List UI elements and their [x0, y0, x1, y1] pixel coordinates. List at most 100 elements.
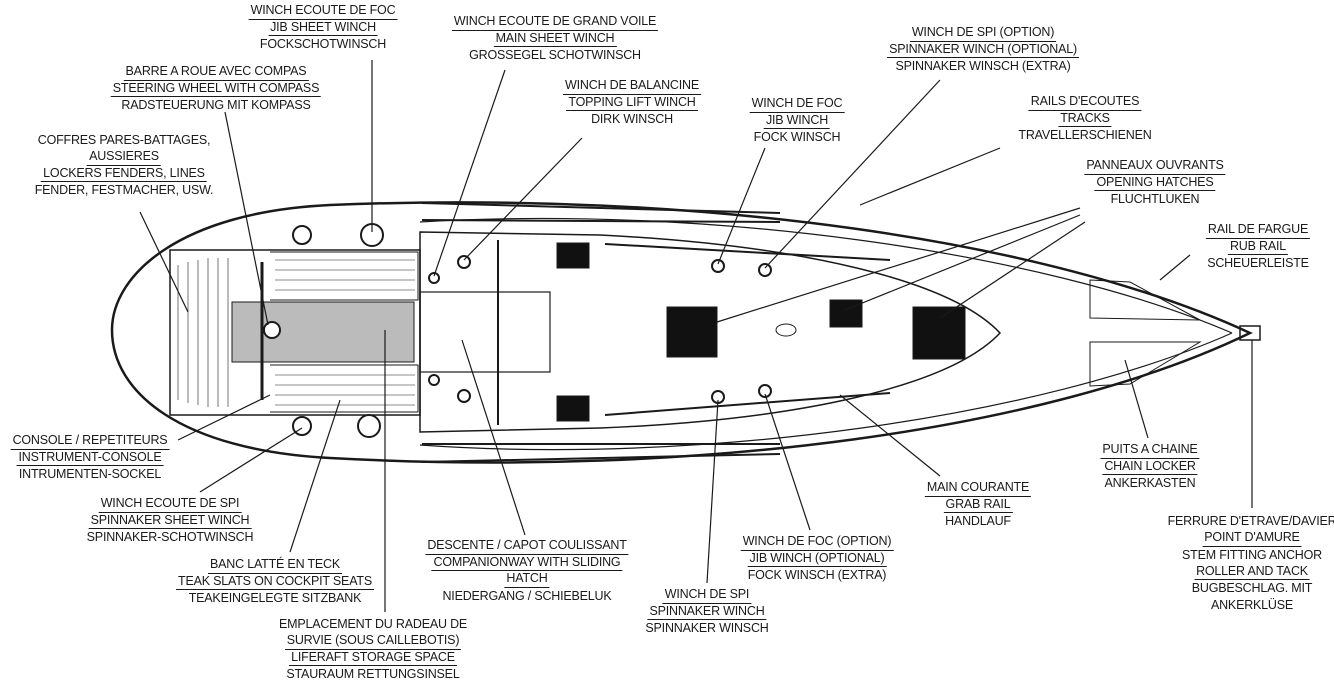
- label-line: WINCH DE FOC: [749, 96, 845, 113]
- label-line: SPINNAKER WINCH: [647, 604, 767, 620]
- label-line: WINCH DE FOC (OPTION): [740, 534, 894, 551]
- label-line: FOCKSCHOTWINSCH: [259, 37, 387, 51]
- label-line: ROLLER AND TACK: [1194, 564, 1310, 580]
- label-line: NIEDERGANG / SCHIEBELUK: [442, 588, 612, 603]
- label-line: MAIN COURANTE: [924, 480, 1032, 497]
- steering-wheel: [263, 321, 281, 339]
- label-line: LOCKERS FENDERS, LINES: [41, 166, 207, 182]
- label-line: TOPPING LIFT WINCH: [566, 95, 698, 111]
- label-line: GROSSEGEL SCHOTWINSCH: [469, 48, 641, 62]
- label-line: BUGBESCHLAG. MIT: [1191, 581, 1313, 595]
- label-line: FOCK WINSCH: [753, 130, 841, 144]
- label-line: HANDLAUF: [945, 514, 1011, 528]
- label-spinnaker-winch-option: WINCH DE SPI (OPTION)SPINNAKER WINCH (OP…: [887, 25, 1079, 75]
- label-line: SCHEUERLEISTE: [1207, 256, 1309, 270]
- label-line: RAIL DE FARGUE: [1205, 222, 1311, 239]
- hatches: [556, 242, 966, 422]
- label-line: BANC LATTÉ EN TECK: [207, 557, 342, 574]
- label-line: RUB RAIL: [1227, 239, 1289, 255]
- label-line: STEM FITTING ANCHOR: [1182, 547, 1322, 562]
- label-line: SPINNAKER-SCHOTWINSCH: [86, 530, 254, 544]
- label-line: TEAKEINGELEGTE SITZBANK: [188, 591, 362, 605]
- label-line: ANKERKASTEN: [1104, 476, 1196, 490]
- label-line: CONSOLE / REPETITEURS: [10, 433, 170, 450]
- cockpit-seat-bottom: [270, 364, 419, 413]
- label-line: FLUCHTLUKEN: [1110, 192, 1200, 206]
- label-line: BARRE A ROUE AVEC COMPAS: [123, 64, 309, 81]
- label-line: DIRK WINSCH: [591, 112, 673, 126]
- label-line: DESCENTE / CAPOT COULISSANT: [425, 538, 629, 555]
- label-line: WINCH ECOUTE DE SPI: [98, 496, 242, 513]
- label-line: STEERING WHEEL WITH COMPASS: [110, 81, 322, 97]
- label-line: ANKERKLÜSE: [1210, 598, 1294, 612]
- label-line: SPINNAKER SHEET WINCH: [88, 513, 252, 529]
- label-line: SPINNAKER WINSCH: [645, 621, 769, 635]
- label-line: CHAIN LOCKER: [1102, 459, 1198, 475]
- chain-locker: [1089, 279, 1202, 387]
- label-line: SPINNAKER WINCH (OPTIONAL): [887, 42, 1079, 58]
- companionway-hatch: [419, 291, 551, 373]
- label-line: WINCH DE BALANCINE: [563, 78, 701, 95]
- label-line: TRAVELLERSCHIENEN: [1018, 128, 1152, 142]
- cockpit-seat-top: [270, 251, 419, 301]
- label-line: GRAB RAIL: [943, 497, 1013, 513]
- stem-fitting: [1239, 325, 1261, 341]
- label-line: MAIN SHEET WINCH: [493, 31, 617, 47]
- label-line: FENDER, FESTMACHER, USW.: [34, 183, 214, 197]
- label-line: RADSTEUERUNG MIT KOMPASS: [121, 98, 311, 112]
- label-line: JIB WINCH: [763, 113, 831, 129]
- label-line: INSTRUMENT-CONSOLE: [16, 450, 164, 466]
- label-line: COMPANIONWAY WITH SLIDING: [431, 555, 623, 571]
- label-liferaft-storage: EMPLACEMENT DU RADEAU DE SURVIE (SOUS CAI…: [279, 616, 467, 683]
- deck-edge: [419, 217, 1233, 451]
- cockpit-grating: [231, 301, 415, 363]
- label-line: WINCH ECOUTE DE GRAND VOILE: [451, 14, 659, 31]
- label-line: AUSSIERES: [87, 149, 161, 166]
- label-line: INTRUMENTEN-SOCKEL: [18, 467, 162, 481]
- label-line: PUITS A CHAINE: [1100, 442, 1200, 459]
- label-line: LIFERAFT STORAGE SPACE: [289, 650, 457, 666]
- label-line: FOCK WINSCH (EXTRA): [747, 568, 887, 582]
- label-line: WINCH DE SPI: [662, 587, 752, 604]
- label-jib-winch-option: WINCH DE FOC (OPTION)JIB WINCH (OPTIONAL…: [740, 534, 894, 584]
- label-line: RAILS D'ECOUTES: [1028, 94, 1142, 111]
- tracks: [421, 202, 891, 463]
- label-line: SPINNAKER WINSCH (EXTRA): [895, 59, 1071, 73]
- label-line: HATCH: [504, 571, 550, 588]
- label-line: FERRURE D'ETRAVE/DAVIER: [1167, 514, 1334, 528]
- leader-lines: [139, 60, 1253, 612]
- cabin-top: [419, 231, 1002, 433]
- label-line: EMPLACEMENT DU RADEAU DE: [278, 617, 468, 631]
- label-line: WINCH ECOUTE DE FOC: [248, 3, 398, 20]
- label-line: COFFRES PARES-BATTAGES,: [37, 133, 211, 147]
- label-line: JIB SHEET WINCH: [268, 20, 378, 36]
- teak-slats: [177, 258, 415, 407]
- label-line: OPENING HATCHES: [1094, 175, 1216, 191]
- label-line: STAURAUM RETTUNGSINSEL: [286, 667, 460, 681]
- label-line: WINCH DE SPI (OPTION): [909, 25, 1057, 42]
- label-line: TRACKS: [1058, 111, 1112, 127]
- label-line: PANNEAUX OUVRANTS: [1084, 158, 1226, 175]
- label-line: POINT D'AMURE: [1202, 530, 1302, 547]
- label-line: TEAK SLATS ON COCKPIT SEATS: [176, 574, 374, 590]
- label-line: JIB WINCH (OPTIONAL): [747, 551, 887, 567]
- label-line: SURVIE (SOUS CAILLEBOTIS): [284, 633, 462, 650]
